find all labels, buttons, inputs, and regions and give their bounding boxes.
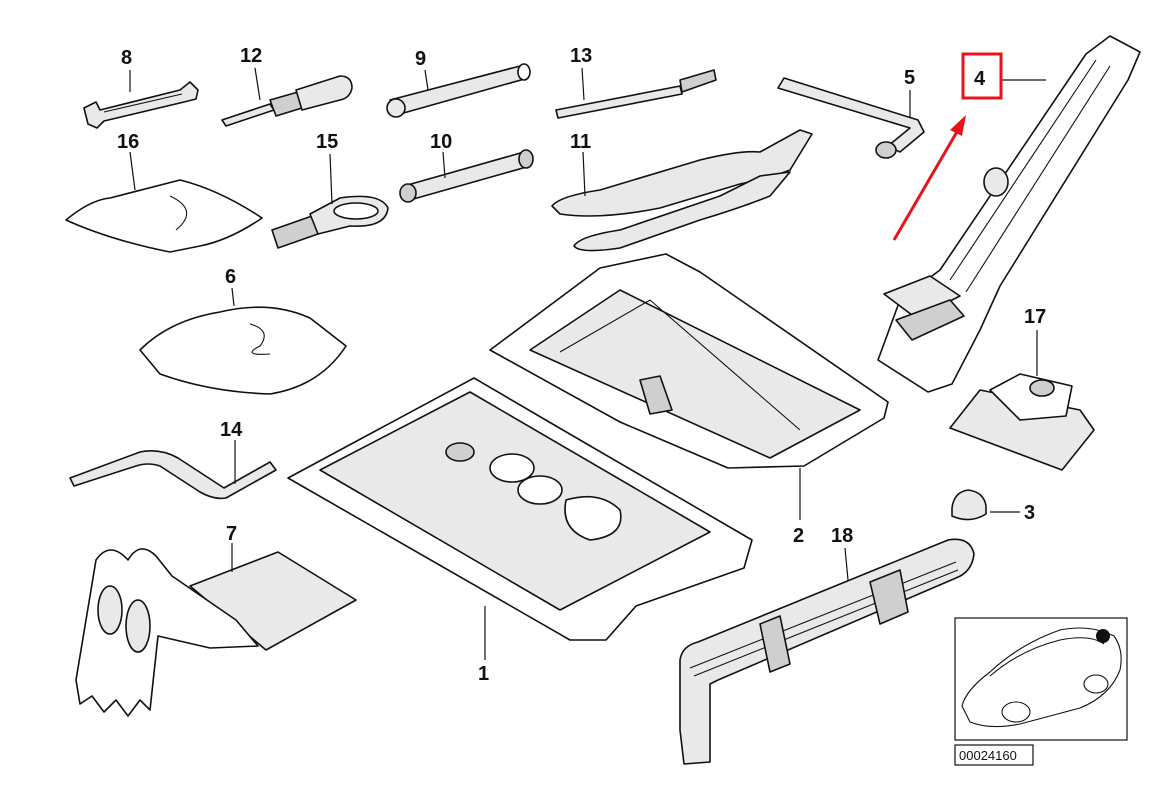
highlight-box — [961, 52, 1003, 100]
callout-8: 8 — [121, 47, 132, 69]
callout-14: 14 — [220, 419, 243, 441]
callout-18: 18 — [831, 525, 853, 547]
callout-16: 16 — [117, 131, 139, 153]
part-10-tube-wrench[interactable] — [399, 149, 534, 203]
part-1-floor-tray[interactable] — [287, 377, 753, 660]
part-13-extension-bar[interactable] — [555, 67, 717, 119]
part-17-box[interactable] — [949, 330, 1095, 471]
part-4-jack[interactable] — [877, 35, 1141, 393]
location-marker — [1096, 629, 1110, 643]
part-15-towing-eye[interactable] — [271, 153, 389, 249]
part-16-cloth[interactable] — [65, 151, 263, 253]
car-outline — [961, 627, 1122, 728]
highlight-arrow-head — [950, 115, 966, 136]
part-9-box-wrench[interactable] — [386, 63, 531, 118]
callout-17: 17 — [1024, 306, 1046, 328]
callout-6: 6 — [225, 266, 236, 288]
callout-13: 13 — [570, 45, 592, 67]
callout-3: 3 — [1024, 502, 1035, 524]
part-2-insert-tray[interactable] — [489, 253, 889, 520]
reference-number: 00024160 — [959, 748, 1017, 763]
part-7-wheel-chock[interactable] — [75, 543, 357, 717]
part-5-hex-key[interactable] — [777, 77, 925, 159]
part-18-warning-triangle[interactable] — [679, 538, 975, 765]
callout-4: 4 — [974, 68, 986, 90]
highlight-part-4 — [892, 52, 1003, 241]
callout-2: 2 — [793, 525, 804, 547]
callout-1: 1 — [478, 663, 489, 685]
part-12-screwdriver[interactable] — [221, 67, 353, 127]
callout-5: 5 — [904, 67, 915, 89]
callout-12: 12 — [240, 45, 262, 67]
callout-7: 7 — [226, 523, 237, 545]
part-11-pliers[interactable] — [551, 129, 813, 252]
callout-9: 9 — [415, 48, 426, 70]
reference-box — [954, 744, 1034, 766]
car-location-inset — [954, 617, 1128, 766]
callout-10: 10 — [430, 131, 452, 153]
part-8-wrench[interactable] — [83, 70, 199, 129]
part-6-pouch[interactable] — [139, 287, 347, 395]
callout-15: 15 — [316, 131, 338, 153]
highlight-arrow-shaft — [892, 129, 960, 241]
callout-11: 11 — [570, 131, 591, 153]
part-14-hex-rod[interactable] — [69, 440, 277, 500]
part-3-cap[interactable] — [951, 489, 1020, 521]
